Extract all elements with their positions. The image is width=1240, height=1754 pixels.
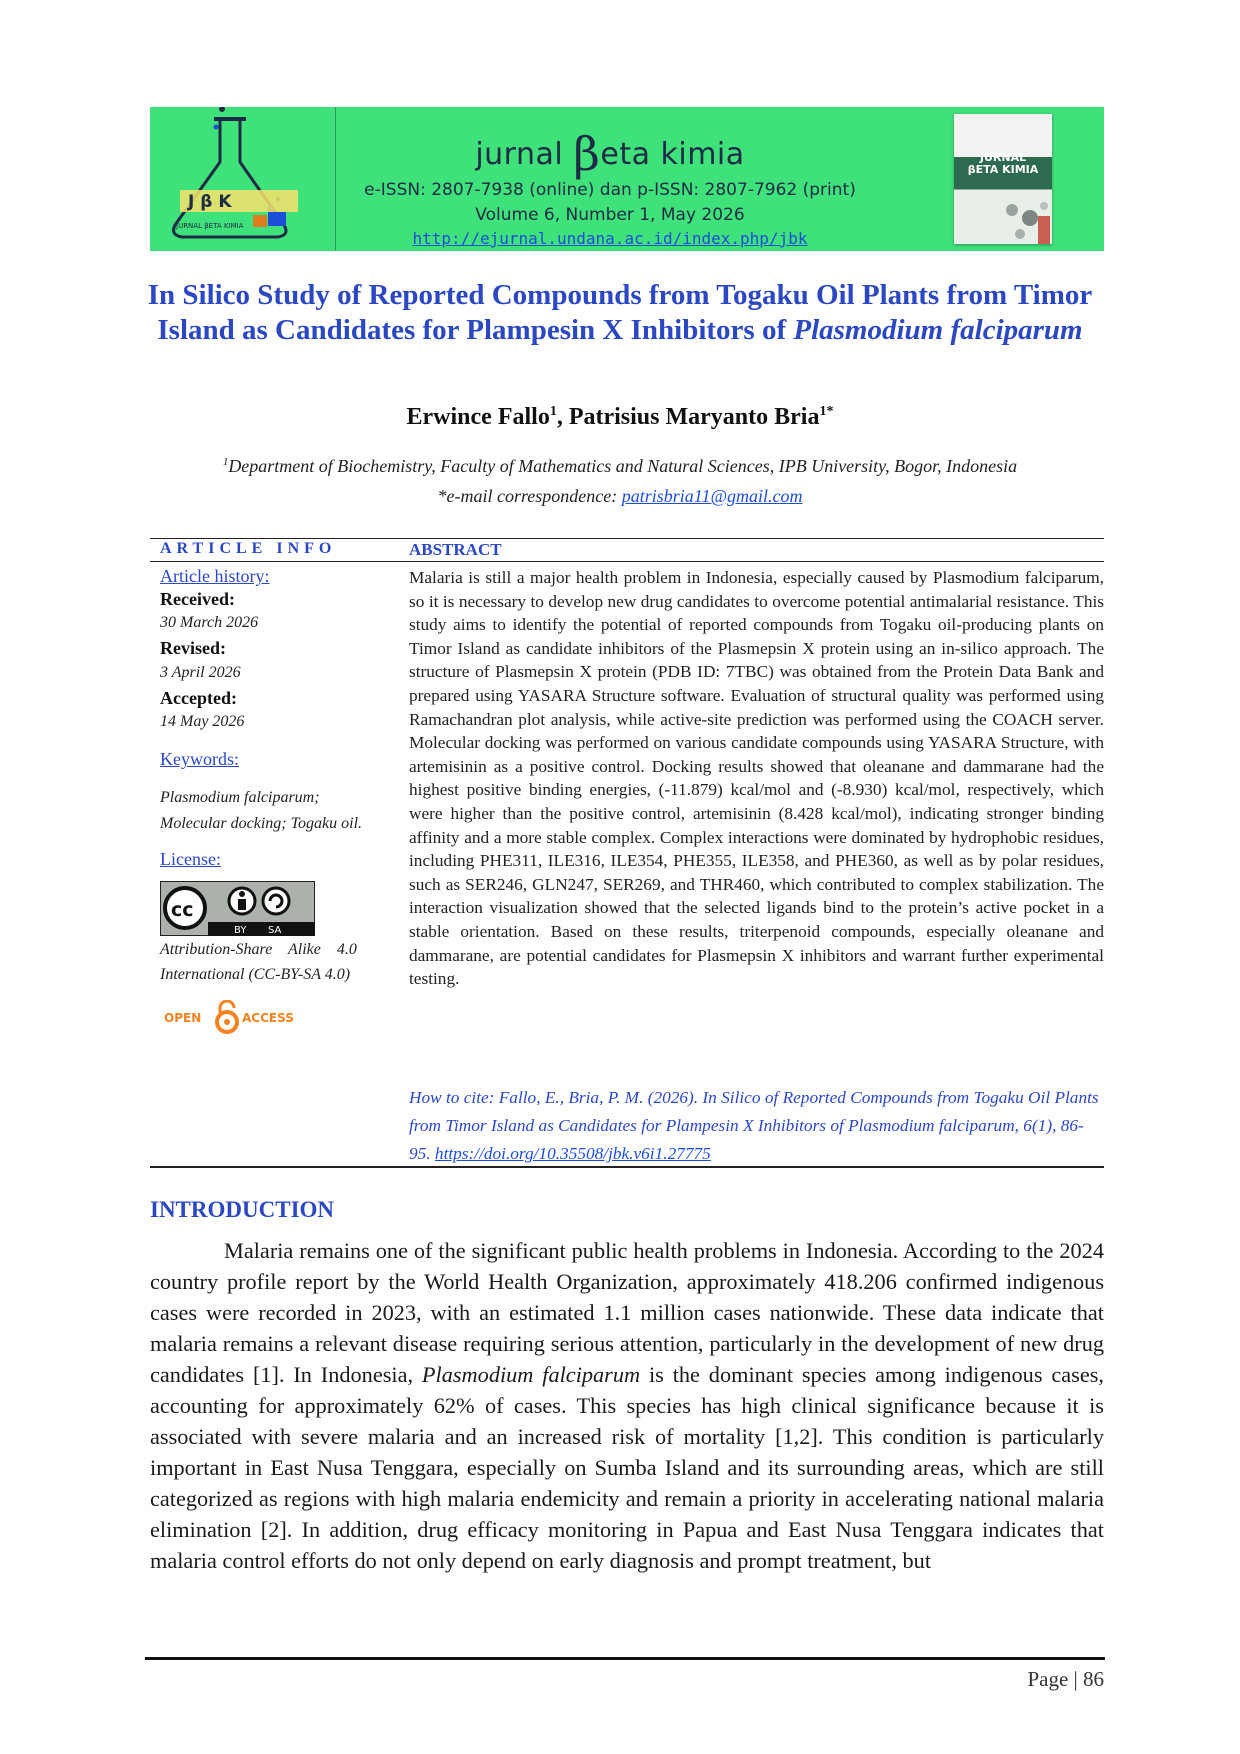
email-line: *e-mail correspondence: patrisbria11@gma…	[140, 486, 1100, 507]
intro-species-italic: Plasmodium falciparum	[421, 1362, 641, 1387]
volume-line: Volume 6, Number 1, May 2026	[475, 205, 745, 225]
revised-date: 3 April 2026	[160, 664, 241, 681]
email-label: *e-mail correspondence:	[437, 486, 622, 506]
journal-name-beta: β	[573, 127, 601, 181]
table-rule-mid	[150, 561, 1104, 562]
author-1: Erwince Fallo	[406, 404, 550, 430]
received-label: Received:	[160, 589, 235, 609]
keywords-line-2: Molecular docking; Togaku oil.	[160, 815, 363, 832]
open-access-logo-icon: OPEN ACCESS	[164, 1000, 294, 1034]
author-2: Patrisius Maryanto Bria	[568, 404, 820, 430]
journal-url-link[interactable]: http://ejurnal.undana.ac.id/index.php/jb…	[412, 229, 808, 248]
journal-banner	[150, 107, 1104, 251]
journal-name-prefix: jurnal	[475, 137, 564, 172]
keywords-line-1: Plasmodium falciparum;	[160, 789, 320, 806]
open-access-text-2: ACCESS	[242, 1011, 294, 1025]
cover-title: JURNAL βETA KIMIA	[954, 152, 1052, 176]
paper-title: In Silico Study of Reported Compounds fr…	[140, 278, 1100, 348]
affiliation-sup: 1	[222, 456, 229, 468]
accepted-label: Accepted:	[160, 688, 237, 708]
license-text-1: Attribution-Share Alike 4.0	[160, 941, 357, 958]
revised-label: Revised:	[160, 638, 226, 658]
paper-title-main: In Silico Study of Reported Compounds fr…	[147, 279, 1093, 346]
affiliation-text: Department of Biochemistry, Faculty of M…	[228, 456, 1018, 476]
author-line: Erwince Fallo1, Patrisius Maryanto Bria1…	[140, 404, 1100, 431]
journal-logo: J β K JURNAL βETA KIMIA	[150, 101, 336, 251]
article-history-link[interactable]: Article history:	[160, 566, 270, 586]
journal-name: jurnal βeta kimia	[335, 127, 885, 181]
license-text-2: International (CC-BY-SA 4.0)	[160, 966, 351, 983]
cover-molecule-icon	[1006, 202, 1050, 244]
article-info-heading: ARTICLE INFO	[160, 540, 337, 557]
abstract-text: Malaria is still a major health problem …	[409, 568, 1104, 989]
cc-by-label: BY	[234, 925, 247, 936]
cc-label: cc	[171, 899, 194, 921]
cover-title-line-1: JURNAL	[979, 151, 1027, 164]
introduction-paragraph: Malaria remains one of the significant p…	[150, 1235, 1104, 1576]
logo-caption: JURNAL βETA KIMIA	[175, 222, 244, 230]
journal-name-suffix: eta kimia	[600, 137, 745, 172]
open-access-text-1: OPEN	[164, 1011, 201, 1025]
paper-title-italic: Plasmodium falciparum	[793, 314, 1083, 346]
keywords-link[interactable]: Keywords:	[160, 749, 239, 769]
doi-link[interactable]: https://doi.org/10.35508/jbk.v6i1.27775	[434, 1144, 711, 1163]
flask-logo-icon: J β K JURNAL βETA KIMIA	[172, 101, 298, 239]
cite-text: How to cite: Fallo, E., Bria, P. M. (202…	[409, 1088, 1099, 1163]
received-date: 30 March 2026	[160, 614, 259, 631]
accepted-date: 14 May 2026	[160, 713, 245, 730]
table-rule-bottom	[150, 1166, 1104, 1168]
issn-line: e-ISSN: 2807-7938 (online) dan p-ISSN: 2…	[364, 180, 856, 200]
cc-sa-label: SA	[268, 925, 282, 936]
page-number: Page | 86	[1027, 1667, 1104, 1691]
cc-by-sa-badge-icon[interactable]: cc BY SA	[160, 881, 315, 936]
cover-title-line-2: βETA KIMIA	[967, 163, 1039, 176]
intro-text-a: Malaria remains one of the significant p…	[150, 1238, 1104, 1387]
author-separator: ,	[556, 404, 569, 430]
table-rule-top	[150, 538, 1104, 539]
author-1-sup: 1	[549, 404, 557, 419]
email-link[interactable]: patrisbria11@gmail.com	[621, 486, 803, 506]
introduction-heading: INTRODUCTION	[150, 1197, 335, 1222]
how-to-cite: How to cite: Fallo, E., Bria, P. M. (202…	[409, 1084, 1104, 1168]
logo-letters: J β K	[187, 192, 232, 212]
license-link[interactable]: License:	[160, 849, 221, 869]
intro-text-b: is the dominant species among indigenous…	[150, 1362, 1104, 1573]
affiliation: 1Department of Biochemistry, Faculty of …	[140, 456, 1100, 477]
footer-rule	[145, 1657, 1105, 1660]
author-2-sup: 1*	[819, 404, 834, 419]
abstract-heading: ABSTRACT	[409, 540, 502, 559]
